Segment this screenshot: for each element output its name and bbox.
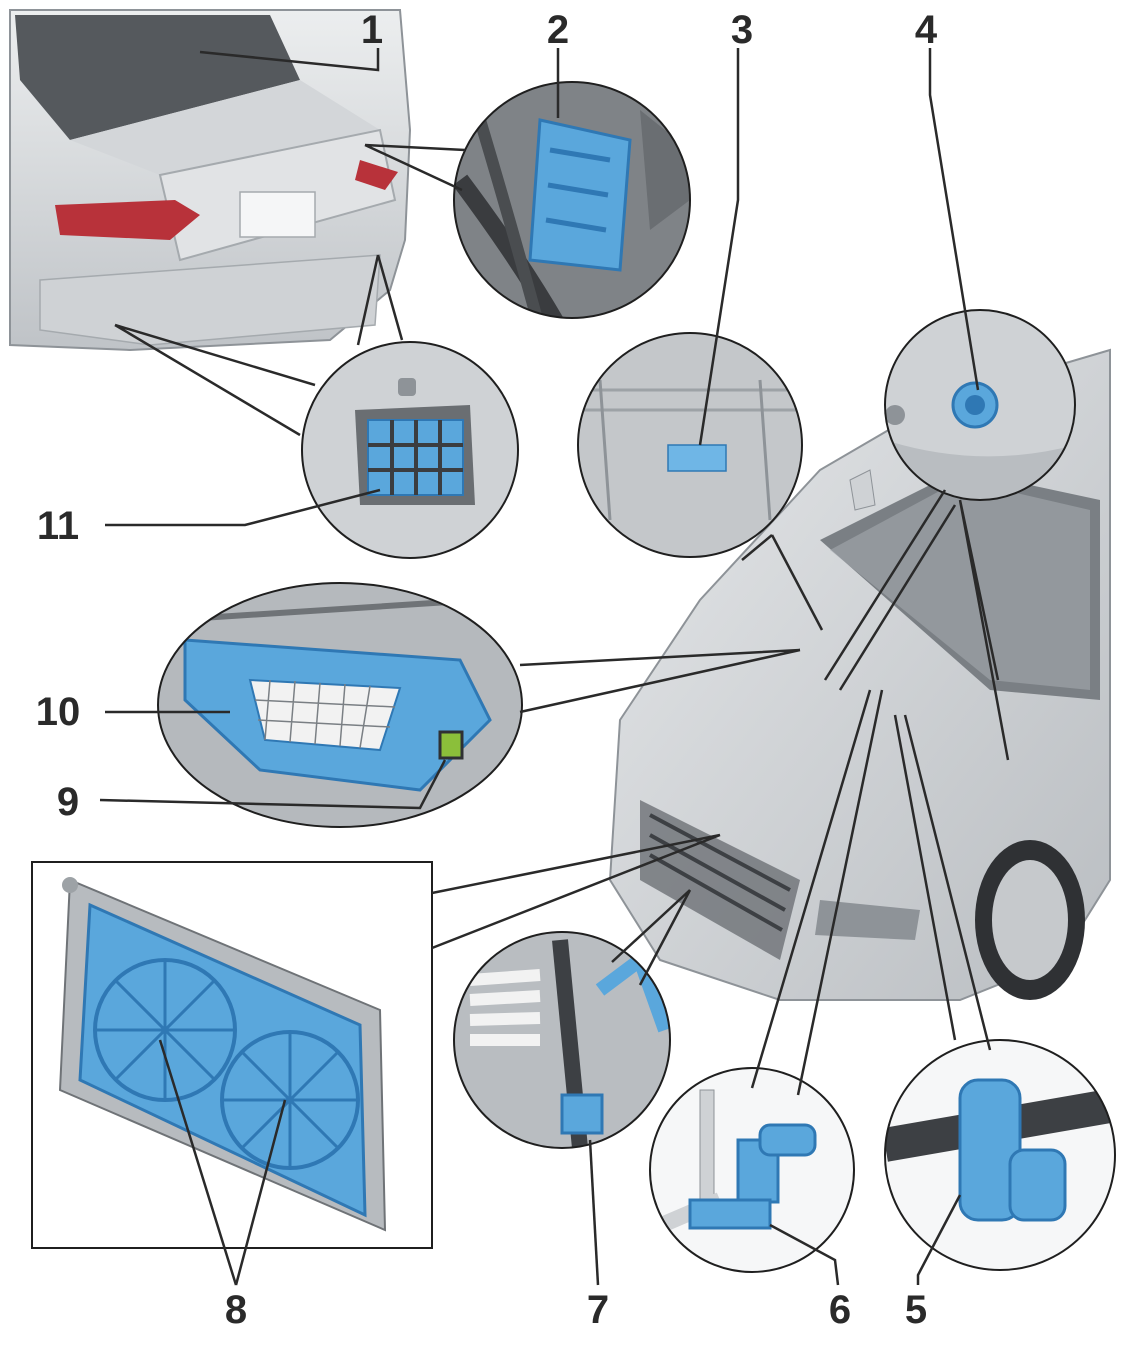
callout-10: 10	[35, 690, 81, 734]
callout-5: 5	[904, 1288, 928, 1332]
front-car-view	[608, 348, 1111, 1001]
inset-circle-6	[649, 1067, 855, 1273]
callout-4: 4	[914, 8, 938, 52]
callout-3: 3	[730, 8, 754, 52]
inset-circle-7	[453, 931, 671, 1149]
rear-car-view	[9, 9, 412, 352]
inset-box-radiator-fan	[31, 861, 433, 1249]
inset-circle-3	[577, 332, 803, 558]
callout-2: 2	[546, 8, 570, 52]
callout-7: 7	[586, 1288, 610, 1332]
inset-circle-5	[884, 1039, 1116, 1271]
inset-circle-2	[453, 81, 691, 319]
callout-11: 11	[36, 504, 80, 548]
callout-1: 1	[360, 8, 384, 52]
inset-circle-11	[301, 341, 519, 559]
callout-8: 8	[224, 1288, 248, 1332]
leader-lines	[99, 48, 1010, 1286]
callout-6: 6	[828, 1288, 852, 1332]
inset-ellipse-10-9	[157, 582, 523, 828]
callout-9: 9	[56, 780, 80, 824]
inset-circle-4	[884, 309, 1076, 501]
